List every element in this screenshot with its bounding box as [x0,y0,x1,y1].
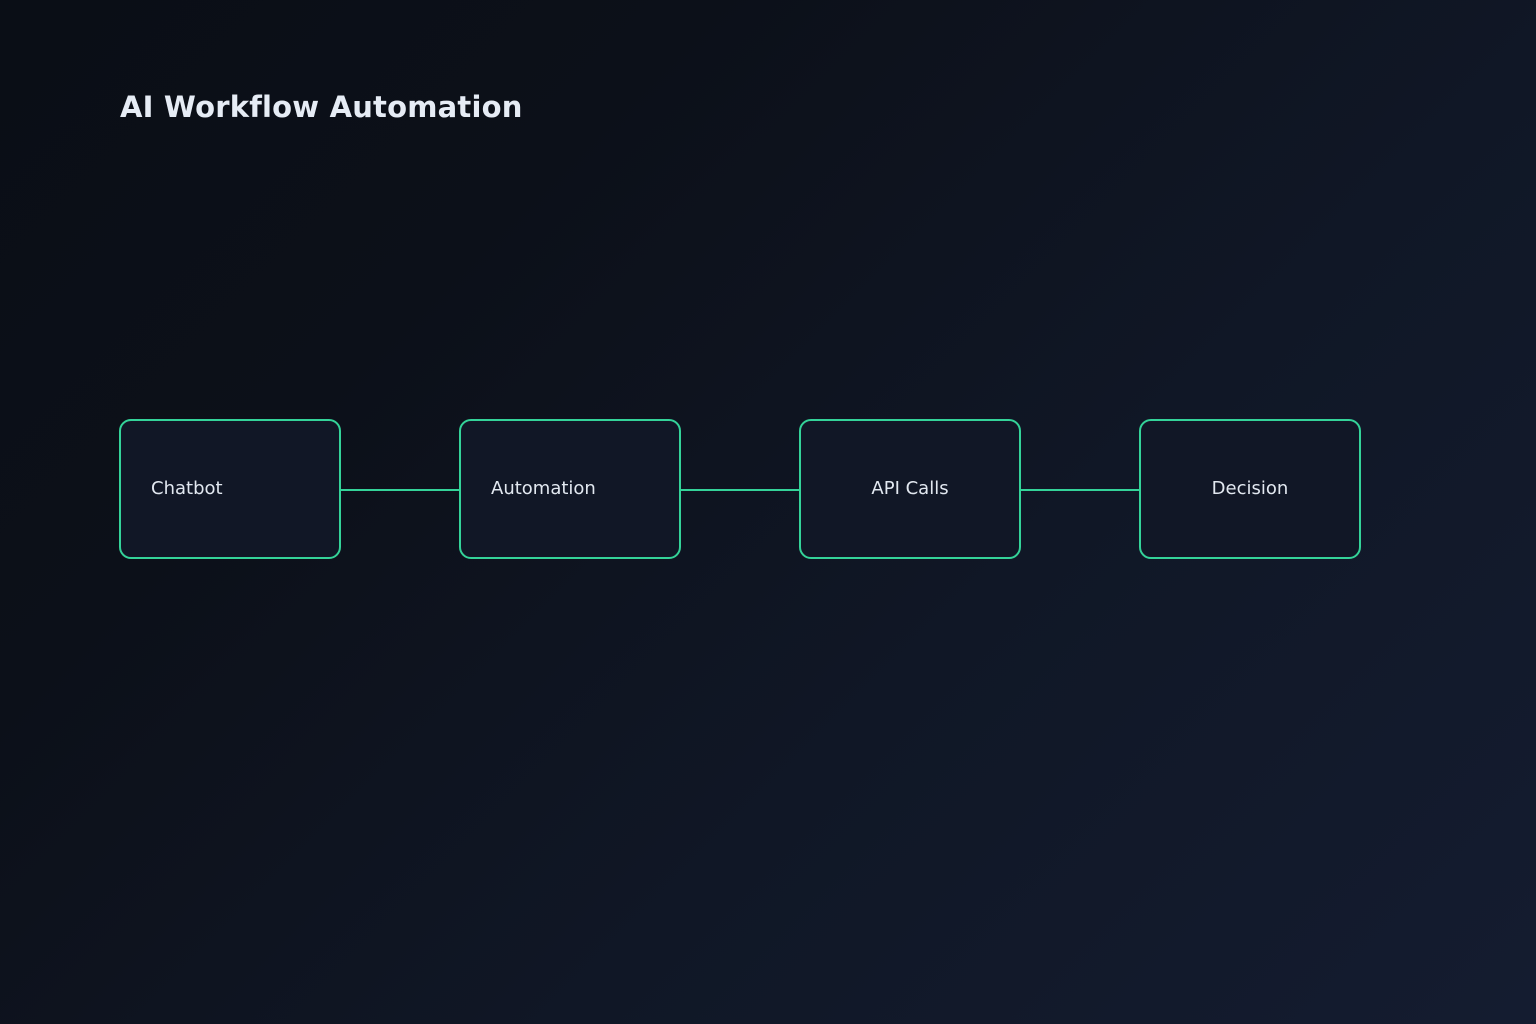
flow-node-label: Chatbot [151,477,223,499]
flow-node-label: API Calls [871,477,949,499]
flow-node-label: Automation [491,477,596,499]
flow-node-chatbot[interactable]: Chatbot [119,419,341,559]
page-title: AI Workflow Automation [120,90,523,124]
flow-node-automation[interactable]: Automation [459,419,681,559]
flow-node-decision[interactable]: Decision [1139,419,1361,559]
flow-node-api-calls[interactable]: API Calls [799,419,1021,559]
flow-node-label: Decision [1211,477,1289,499]
